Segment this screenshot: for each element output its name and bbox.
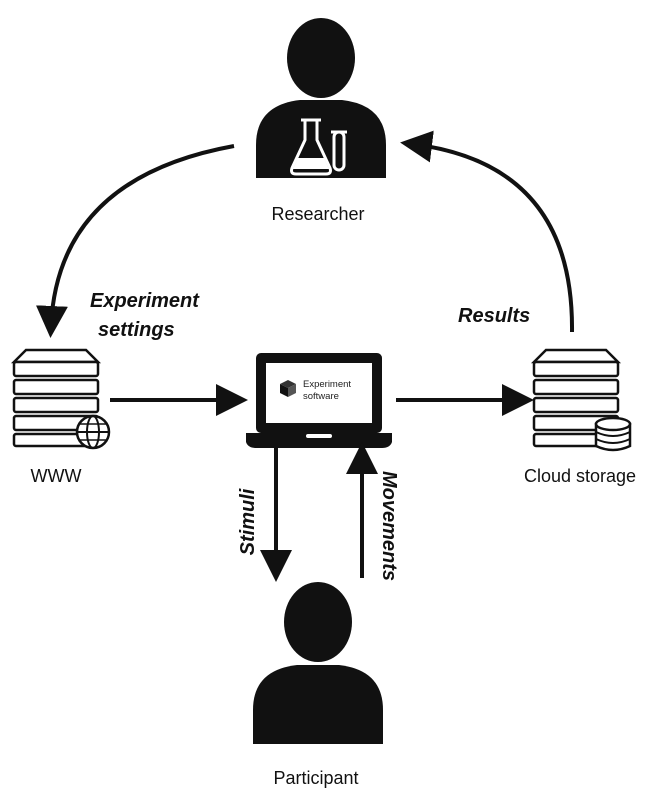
arrow-researcher-to-www (35, 144, 235, 338)
www-server-icon (10, 348, 111, 450)
database-icon (594, 416, 632, 452)
researcher-label: Researcher (271, 204, 364, 224)
researcher-icon (256, 18, 386, 178)
globe-icon (75, 414, 111, 450)
cloud-storage-label: Cloud storage (524, 466, 636, 486)
participant-icon (253, 582, 383, 744)
cloud-storage-server-icon (530, 348, 632, 452)
stimuli-label: Stimuli (237, 488, 259, 555)
laptop-icon: Experiment software (246, 353, 392, 448)
package-icon (280, 380, 296, 397)
flask-icon (290, 118, 347, 176)
experiment-settings-label-line2: settings (98, 319, 175, 341)
movements-label: Movements (378, 471, 400, 581)
participant-label: Participant (273, 768, 358, 788)
results-label: Results (458, 305, 530, 327)
www-label: WWW (31, 466, 82, 486)
laptop-screen-text-line1: Experiment (303, 379, 351, 390)
arrow-cloud-to-researcher (400, 130, 575, 333)
experiment-settings-label-line1: Experiment (90, 290, 200, 312)
laptop-screen-text-line2: software (303, 391, 339, 402)
